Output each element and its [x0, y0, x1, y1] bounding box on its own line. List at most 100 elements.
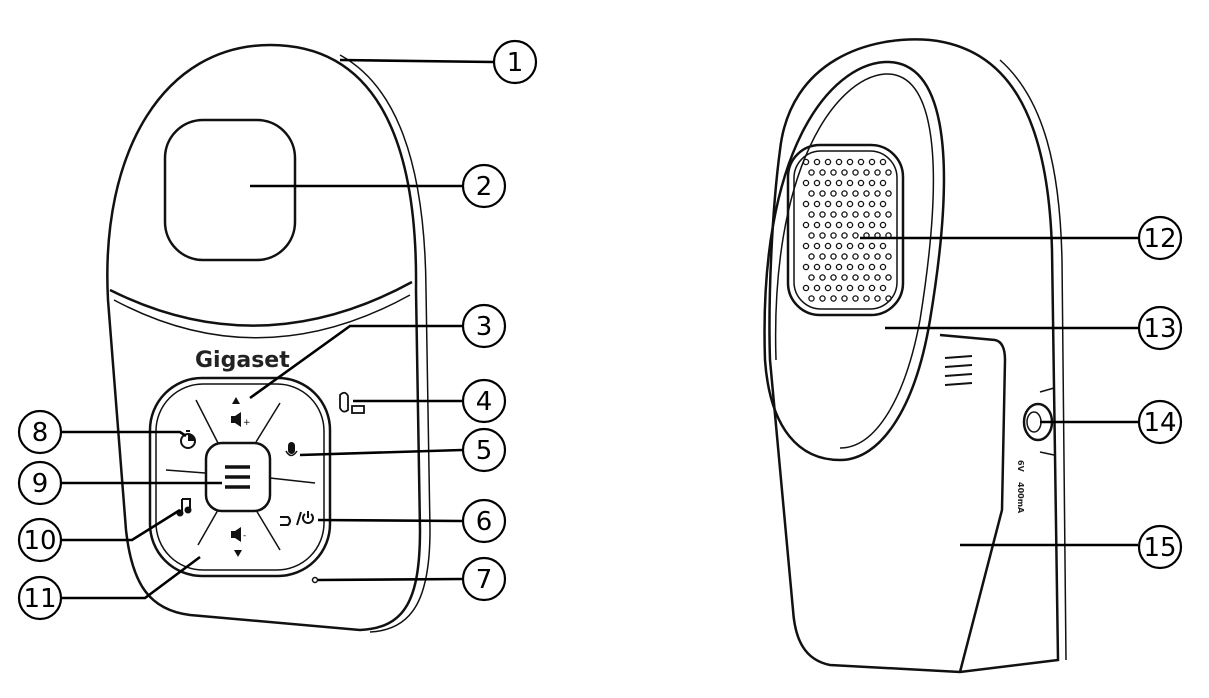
volume-up-icon[interactable]: + — [231, 397, 251, 428]
speaker-hole — [857, 221, 865, 229]
back-power-icon[interactable] — [280, 511, 314, 526]
callout-7: 7 — [461, 556, 507, 602]
speaker-hole — [808, 253, 815, 260]
speaker-hole — [846, 284, 854, 292]
speaker-hole — [835, 158, 843, 166]
speaker-hole — [885, 190, 892, 197]
power-label: 6V 400mA — [1016, 460, 1025, 514]
speaker-hole — [824, 179, 832, 187]
speaker-hole — [857, 284, 865, 292]
speaker-hole — [868, 242, 876, 250]
speaker-hole — [841, 190, 848, 197]
speaker-hole — [846, 242, 854, 250]
front-device: Gigaset + - — [106, 43, 431, 633]
speaker-hole — [802, 263, 810, 271]
speaker-hole — [808, 232, 815, 239]
cover-grip — [944, 355, 973, 386]
svg-text:5: 5 — [476, 436, 493, 466]
speaker-hole — [868, 200, 876, 208]
speaker-hole — [863, 211, 870, 218]
speaker-hole — [852, 232, 859, 239]
speaker-hole — [824, 284, 832, 292]
speaker-hole — [868, 221, 876, 229]
speaker-hole — [841, 253, 848, 260]
music-icon[interactable] — [176, 498, 192, 517]
speaker-hole — [874, 169, 881, 176]
speaker-hole — [885, 211, 892, 218]
speaker-hole — [813, 284, 821, 292]
speaker-hole — [879, 221, 887, 229]
speaker-hole — [830, 169, 837, 176]
microphone-icon[interactable] — [285, 442, 298, 457]
svg-text:1: 1 — [507, 48, 524, 78]
speaker-hole — [830, 211, 837, 218]
callout-6: 6 — [461, 498, 507, 544]
speaker-hole — [863, 190, 870, 197]
speaker-grille — [786, 143, 905, 317]
svg-text:15: 15 — [1143, 533, 1176, 563]
display-window — [163, 118, 297, 262]
speaker-hole — [830, 232, 837, 239]
svg-text:-: - — [243, 531, 246, 541]
callout-12: 12 — [1137, 215, 1183, 261]
speaker-hole — [868, 263, 876, 271]
speaker-hole — [808, 190, 815, 197]
speaker-hole — [885, 253, 892, 260]
speaker-hole — [874, 190, 881, 197]
led-icon — [311, 576, 319, 584]
speaker-hole — [824, 221, 832, 229]
timer-icon[interactable] — [180, 430, 196, 449]
speaker-hole — [879, 200, 887, 208]
speaker-hole — [819, 190, 826, 197]
svg-text:10: 10 — [23, 526, 56, 556]
speaker-hole — [868, 158, 876, 166]
speaker-hole — [841, 169, 848, 176]
speaker-hole — [802, 242, 810, 250]
speaker-hole — [813, 158, 821, 166]
volume-down-icon[interactable]: - — [231, 527, 246, 557]
speaker-hole — [813, 221, 821, 229]
speaker-hole — [835, 200, 843, 208]
speaker-hole — [846, 263, 854, 271]
speaker-hole — [813, 179, 821, 187]
callout-1: 1 — [492, 39, 538, 85]
menu-button[interactable] — [204, 441, 272, 513]
callout-5: 5 — [461, 427, 507, 473]
speaker-hole — [879, 179, 887, 187]
svg-text:3: 3 — [476, 312, 493, 342]
speaker-hole — [824, 242, 832, 250]
svg-text:6: 6 — [476, 507, 493, 537]
speaker-hole — [874, 253, 881, 260]
callout-11: 11 — [17, 575, 63, 621]
callout-14: 14 — [1137, 399, 1183, 445]
speaker-hole — [819, 274, 826, 281]
speaker-hole — [802, 158, 810, 166]
speaker-hole — [879, 158, 887, 166]
speaker-hole — [857, 179, 865, 187]
keypad — [148, 376, 332, 578]
svg-text:13: 13 — [1143, 314, 1176, 344]
speaker-hole — [885, 274, 892, 281]
speaker-hole — [835, 221, 843, 229]
speaker-hole — [874, 211, 881, 218]
speaker-hole — [852, 295, 859, 302]
speaker-hole — [852, 274, 859, 281]
speaker-hole — [841, 211, 848, 218]
speaker-hole — [885, 295, 892, 302]
speaker-hole — [852, 253, 859, 260]
speaker-hole — [879, 284, 887, 292]
speaker-hole — [813, 242, 821, 250]
speaker-hole — [835, 284, 843, 292]
callout-4: 4 — [461, 378, 507, 424]
speaker-hole — [802, 221, 810, 229]
callout-3: 3 — [461, 303, 507, 349]
speaker-hole — [863, 169, 870, 176]
speaker-hole — [808, 211, 815, 218]
speaker-hole — [830, 253, 837, 260]
speaker-hole — [813, 263, 821, 271]
speaker-hole — [857, 200, 865, 208]
svg-text:11: 11 — [23, 584, 56, 614]
speaker-hole — [863, 295, 870, 302]
speaker-hole — [835, 263, 843, 271]
callout-13: 13 — [1137, 305, 1183, 351]
